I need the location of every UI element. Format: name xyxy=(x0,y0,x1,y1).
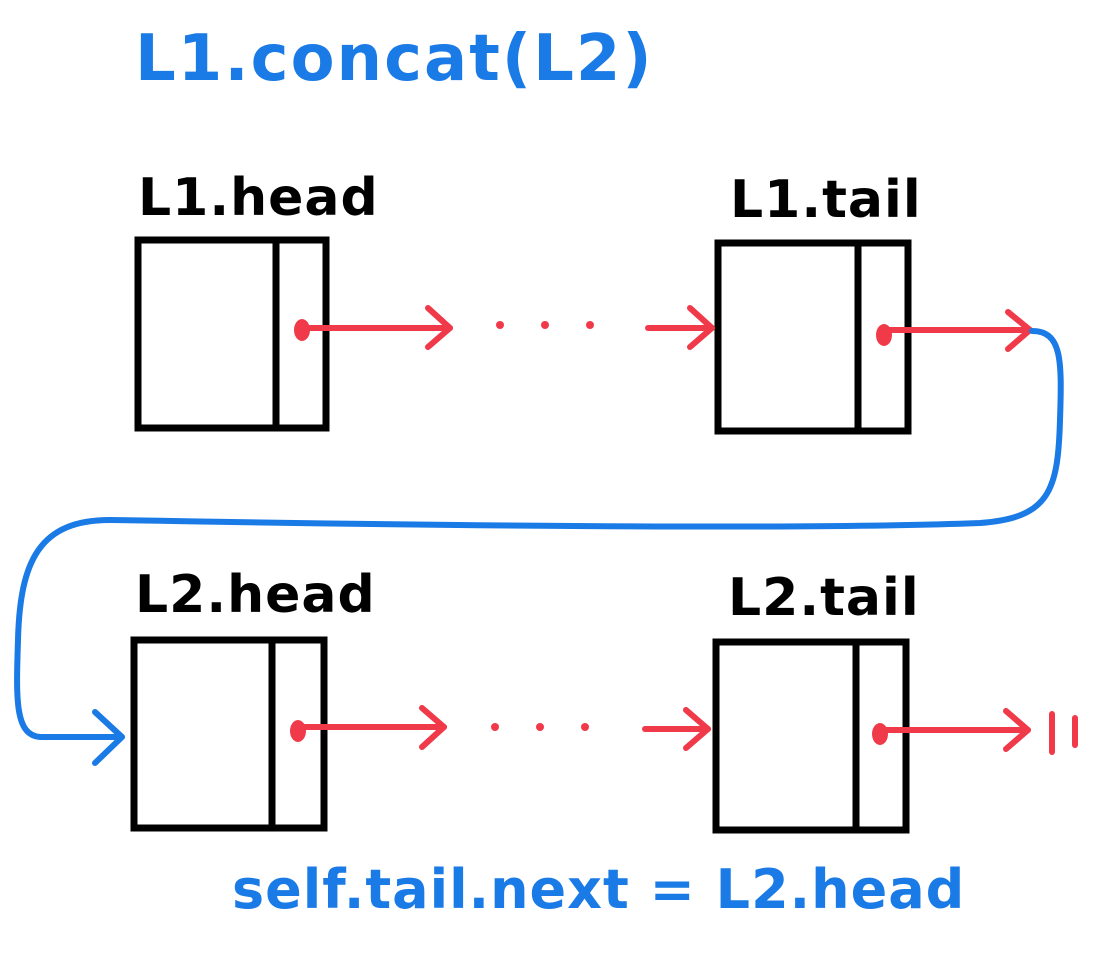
l2-tail-node xyxy=(712,638,910,834)
l1-head-node xyxy=(134,236,330,432)
l2-pointers xyxy=(290,705,1078,755)
l1-ellipsis xyxy=(496,321,594,329)
l2-tail-pointer-dot xyxy=(872,723,888,745)
l2-tail-label: L2.tail xyxy=(728,568,920,628)
l2-head-node xyxy=(130,636,328,832)
l2-head-label: L2.head xyxy=(135,565,376,625)
diagram-title: L1.concat(L2) xyxy=(135,22,654,96)
l2-ellipsis xyxy=(491,723,589,731)
concat-link-arrow xyxy=(14,328,1064,766)
l1-tail-label: L1.tail xyxy=(730,170,922,230)
diagram-caption: self.tail.next = L2.head xyxy=(232,858,966,921)
l1-tail-node xyxy=(714,239,912,435)
l1-pointers xyxy=(294,305,1033,352)
l2-head-pointer-dot xyxy=(290,720,306,742)
l1-head-label: L1.head xyxy=(138,168,379,228)
